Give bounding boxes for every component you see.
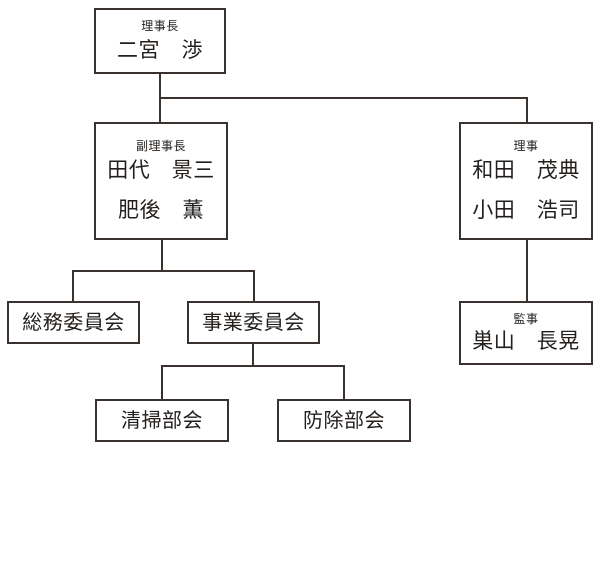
edge-to-riji bbox=[526, 97, 528, 123]
edge-to-somu-iinkai bbox=[72, 270, 74, 301]
node-bojo-bukai[interactable]: 防除部会 bbox=[277, 399, 411, 442]
node-somu-iinkai-label: 総務委員会 bbox=[22, 310, 125, 334]
edge-level1-bus bbox=[159, 97, 528, 99]
edge-to-seiso-bukai bbox=[161, 365, 163, 399]
node-riji-title: 理事 bbox=[513, 138, 539, 153]
node-kanji-title: 監事 bbox=[513, 311, 539, 326]
node-bojo-bukai-label: 防除部会 bbox=[303, 408, 385, 432]
node-fuku-rijicho[interactable]: 副理事長 田代 景三 肥後 薫 bbox=[94, 122, 228, 240]
edge-riji-to-kanji bbox=[526, 240, 528, 301]
node-fuku-rijicho-title: 副理事長 bbox=[135, 138, 186, 153]
node-fuku-rijicho-name-1: 田代 景三 bbox=[107, 157, 215, 182]
node-riji[interactable]: 理事 和田 茂典 小田 浩司 bbox=[459, 122, 593, 240]
edge-jigyo-iinkai-stem bbox=[252, 343, 254, 367]
edge-bukai-bus bbox=[161, 365, 345, 367]
node-kanji-name-1: 巣山 長晃 bbox=[472, 329, 580, 354]
node-somu-iinkai[interactable]: 総務委員会 bbox=[7, 301, 140, 344]
node-rijicho[interactable]: 理事長 二宮 渉 bbox=[94, 8, 226, 74]
node-fuku-rijicho-name-2: 肥後 薫 bbox=[118, 198, 204, 223]
edge-to-jigyo-iinkai bbox=[253, 270, 255, 301]
node-rijicho-name-1: 二宮 渉 bbox=[117, 38, 203, 63]
edge-rijicho-stem bbox=[159, 74, 161, 99]
edge-fuku-rijicho-stem bbox=[161, 240, 163, 272]
node-seiso-bukai-label: 清掃部会 bbox=[121, 408, 203, 432]
node-jigyo-iinkai[interactable]: 事業委員会 bbox=[187, 301, 320, 344]
node-riji-name-1: 和田 茂典 bbox=[472, 157, 580, 182]
edge-to-fuku-rijicho bbox=[159, 97, 161, 123]
node-seiso-bukai[interactable]: 清掃部会 bbox=[95, 399, 229, 442]
node-kanji[interactable]: 監事 巣山 長晃 bbox=[459, 301, 593, 365]
edge-committee-bus bbox=[72, 270, 255, 272]
node-rijicho-title: 理事長 bbox=[141, 18, 179, 33]
node-jigyo-iinkai-label: 事業委員会 bbox=[202, 310, 305, 334]
edge-to-bojo-bukai bbox=[343, 365, 345, 399]
node-riji-name-2: 小田 浩司 bbox=[472, 198, 580, 223]
